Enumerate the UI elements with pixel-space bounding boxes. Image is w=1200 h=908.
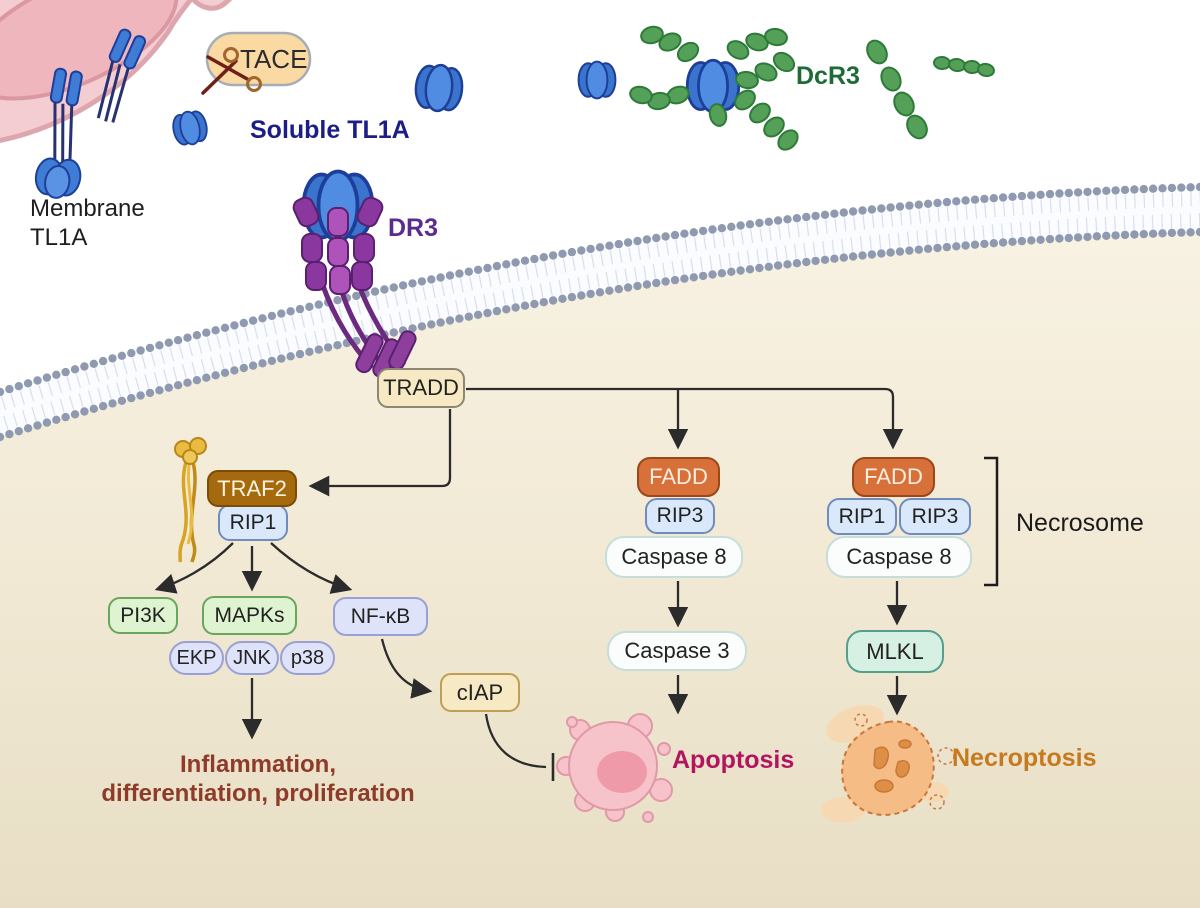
membrane-tl1a-label: Membrane TL1A xyxy=(30,194,145,252)
caspase8-mid-box: Caspase 8 xyxy=(605,536,743,578)
mlkl-box: MLKL xyxy=(846,630,944,673)
pi3k-box: PI3K xyxy=(108,597,178,634)
scissors-icon xyxy=(201,47,262,95)
rip3-mid-box: RIP3 xyxy=(645,498,715,534)
dcr3-decoy-complex xyxy=(629,25,995,151)
membrane-tl1a-label-line2: TL1A xyxy=(30,224,88,251)
dcr3-label: DcR3 xyxy=(796,62,860,90)
rip1-right-box: RIP1 xyxy=(827,498,897,535)
membrane-tl1a-label-line1: Membrane xyxy=(30,195,145,222)
fadd-right-box: FADD xyxy=(852,457,935,497)
traf2-box: TRAF2 xyxy=(207,470,297,507)
necroptosis-label: Necroptosis xyxy=(952,744,1097,772)
membrane-tl1a-receptor xyxy=(34,66,88,199)
dcr3-bead-chain-icon xyxy=(629,25,995,151)
inflammation-outcome-label: Inflammation, differentiation, prolifera… xyxy=(78,750,438,808)
necroptotic-cell-icon xyxy=(821,705,955,823)
pathway-arrows xyxy=(154,387,908,781)
dr3-receptor-complex xyxy=(292,169,417,379)
rip1-box: RIP1 xyxy=(218,504,288,541)
mapks-box: MAPKs xyxy=(202,596,297,635)
p38-box: p38 xyxy=(280,641,335,675)
inflammation-line2: differentiation, proliferation xyxy=(101,780,415,807)
ekp-box: EKP xyxy=(169,641,224,675)
tace-label: TACE xyxy=(240,44,308,74)
dr3-label: DR3 xyxy=(388,214,439,242)
soluble-tl1a-label: Soluble TL1A xyxy=(250,116,410,144)
caspase3-box: Caspase 3 xyxy=(607,631,747,671)
necrosome-bracket xyxy=(984,456,999,587)
caspase8-right-box: Caspase 8 xyxy=(826,536,972,578)
tace-enzyme xyxy=(201,31,312,95)
inflammation-line1: Inflammation, xyxy=(179,751,336,778)
necrosome-label: Necrosome xyxy=(1016,509,1144,537)
apoptosis-label: Apoptosis xyxy=(672,746,795,774)
nfkb-box: NF-κB xyxy=(333,597,428,636)
source-cell-inner-oval xyxy=(0,0,179,101)
source-cell xyxy=(0,0,233,143)
fadd-mid-box: FADD xyxy=(637,457,720,497)
ciap-box: cIAP xyxy=(440,673,520,712)
tradd-box: TRADD xyxy=(377,368,465,408)
rip3-right-box: RIP3 xyxy=(899,498,971,535)
coiled-coil-icon xyxy=(174,437,207,563)
jnk-box: JNK xyxy=(225,641,279,675)
apoptotic-cell-icon xyxy=(556,713,673,823)
